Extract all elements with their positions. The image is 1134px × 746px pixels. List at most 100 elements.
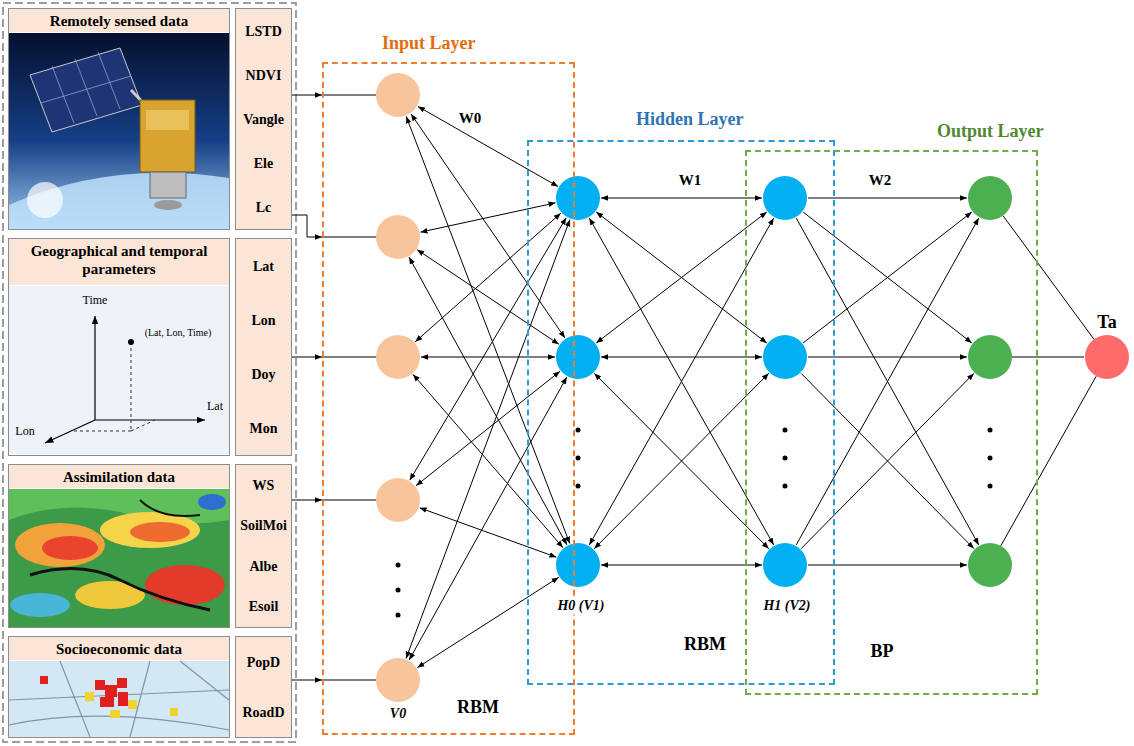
variable-name: Doy	[251, 366, 275, 383]
network-mesh	[421, 357, 555, 358]
assimilation-map	[42, 536, 98, 560]
network-mesh	[1003, 216, 1094, 340]
variable-name: RoadD	[242, 704, 284, 721]
socioeconomic-map	[9, 661, 229, 737]
variable-list-box: WSSoilMoiAlbeEsoil	[235, 464, 292, 628]
assimilation-map	[130, 522, 190, 542]
network-mesh	[322, 237, 376, 238]
axis-label: Time	[81, 293, 110, 307]
network-mesh	[808, 357, 967, 358]
layer-symbol-holder: H0 (V1)	[555, 598, 606, 615]
network-mesh	[410, 218, 566, 480]
weight-label-holder: W1	[677, 171, 704, 189]
target-label: Ta	[1084, 312, 1130, 332]
network-mesh	[376, 335, 420, 379]
input-connector	[292, 680, 322, 681]
weight-label-holder: W0	[457, 109, 484, 127]
source-title: Assimilation data	[9, 465, 229, 486]
network-mesh	[415, 213, 561, 342]
source-title: Remotely sensed data	[9, 9, 229, 30]
variable-name: WS	[253, 477, 275, 494]
space-time-axes	[9, 286, 229, 454]
data-source-box: Geographical and temporal parameters	[8, 238, 230, 456]
assimilation-map	[9, 489, 229, 627]
network-mesh	[420, 508, 557, 557]
network-mesh	[988, 428, 993, 433]
network-mesh	[376, 73, 420, 117]
assimilation-map	[9, 489, 229, 627]
input-connector	[1038, 357, 1084, 358]
axis-label-holder: Time	[81, 293, 110, 307]
satellite-picture	[150, 172, 186, 198]
network-mesh	[376, 658, 420, 702]
stage-label: RBM	[682, 634, 728, 656]
target-circle	[1084, 334, 1130, 380]
network-mesh	[783, 484, 788, 489]
network-mesh	[596, 212, 767, 343]
stage-label: RBM	[455, 697, 501, 719]
network-mesh	[420, 203, 555, 232]
network-mesh	[796, 218, 979, 545]
source-panel-frame	[3, 3, 296, 742]
layer-symbol-holder: H1 (V2)	[761, 598, 812, 615]
variable-list-box: LatLonDoyMon	[235, 238, 292, 456]
variable-name: Mon	[250, 420, 278, 437]
satellite-picture	[146, 110, 189, 130]
weight-label: W1	[677, 171, 704, 189]
network-mesh	[783, 428, 788, 433]
space-time-axes	[9, 286, 229, 454]
space-time-axes	[71, 342, 155, 431]
variable-name: Ele	[254, 155, 273, 172]
layer-title: Input Layer	[380, 32, 478, 54]
network-mesh	[763, 335, 807, 379]
network-mesh	[594, 373, 769, 548]
layer-symbol: H1 (V2)	[761, 598, 812, 615]
socioeconomic-map	[105, 685, 117, 697]
input-connector	[292, 215, 322, 237]
socioeconomic-map	[9, 661, 229, 737]
input-connector	[292, 357, 322, 358]
stage-label-holder: RBM	[455, 697, 501, 719]
variable-name: Lat	[253, 258, 274, 275]
satellite-picture	[9, 173, 229, 229]
socioeconomic-map	[110, 710, 120, 718]
assimilation-map	[30, 569, 210, 610]
network-mesh	[808, 198, 967, 199]
socioeconomic-map	[85, 692, 94, 701]
stage-label-holder: BP	[868, 641, 895, 663]
network-mesh	[322, 95, 376, 96]
socioeconomic-map	[95, 680, 105, 690]
title-band	[9, 465, 229, 488]
network-mesh	[803, 212, 972, 343]
network-mesh	[1001, 376, 1096, 546]
weight-label: W2	[867, 171, 894, 189]
socioeconomic-map	[128, 700, 137, 709]
weight-label: W0	[457, 109, 484, 127]
network-mesh	[556, 543, 600, 587]
network-mesh	[601, 198, 762, 199]
assimilation-map	[145, 565, 225, 605]
axis-label-holder: Lat	[205, 399, 225, 413]
satellite-picture	[9, 33, 229, 229]
network-mesh	[594, 373, 769, 548]
axis-label: Lon	[13, 424, 36, 438]
network-mesh	[417, 250, 559, 344]
network-mesh	[988, 456, 993, 461]
socioeconomic-map	[118, 692, 128, 706]
data-source-box: Remotely sensed data	[8, 8, 230, 230]
network-mesh	[1012, 357, 1038, 358]
assimilation-map	[100, 512, 200, 548]
variable-list-box: PopDRoadD	[235, 636, 292, 738]
axis-label-holder: Lon	[13, 424, 36, 438]
network-mesh	[376, 478, 420, 522]
network-mesh	[322, 680, 376, 681]
space-time-axes	[94, 316, 95, 420]
variable-name: Lc	[256, 199, 272, 216]
assimilation-map	[140, 500, 200, 516]
network-mesh	[601, 357, 762, 358]
stage-label: BP	[868, 641, 895, 663]
title-band	[9, 9, 229, 32]
network-mesh	[968, 543, 1012, 587]
